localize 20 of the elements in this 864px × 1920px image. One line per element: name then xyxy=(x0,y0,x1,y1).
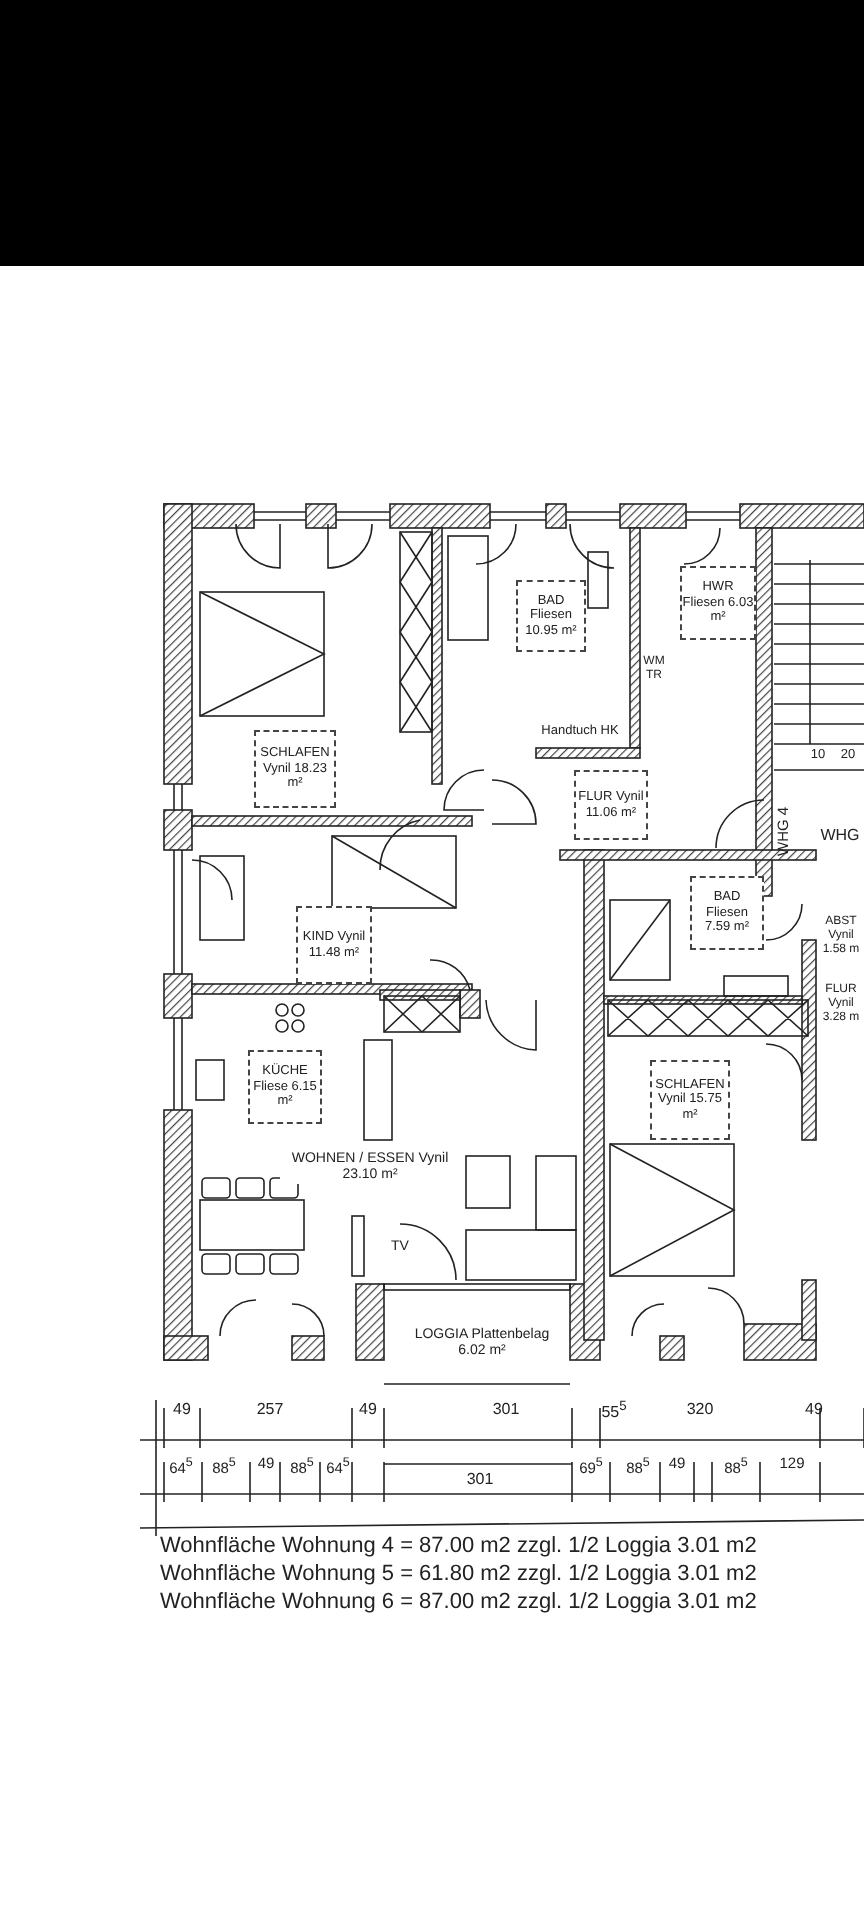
dimension-value: 257 xyxy=(254,1400,286,1419)
room-label-box xyxy=(296,906,372,984)
room-label-box xyxy=(690,876,764,950)
dimension-value: 49 xyxy=(171,1400,193,1419)
room-label-box xyxy=(680,566,756,640)
dimension-value: 301 xyxy=(490,1400,522,1419)
dimension-value: 320 xyxy=(684,1400,716,1419)
area-note: Wohnfläche Wohnung 6 = 87.00 m2 zzgl. 1/2 Loggia 3.01 m2 xyxy=(160,1590,757,1616)
dimension-value: 49 xyxy=(357,1400,379,1419)
room-label-box xyxy=(574,770,648,840)
room-label-box xyxy=(248,1050,322,1124)
area-note: Wohnfläche Wohnung 5 = 61.80 m2 zzgl. 1/2 Loggia 3.01 m2 xyxy=(160,1562,757,1588)
apartment-label: WHG xyxy=(818,826,862,845)
dimension-value: 55$^{5}$ xyxy=(599,1400,629,1422)
room-label-box xyxy=(516,580,586,652)
room-label-box xyxy=(254,730,336,808)
dimension-value: 49 xyxy=(803,1400,825,1419)
room-label-box xyxy=(650,1060,730,1140)
dimension-value: 301 xyxy=(464,1470,496,1489)
area-note: Wohnfläche Wohnung 4 = 87.00 m2 zzgl. 1/2 Loggia 3.01 m2 xyxy=(160,1534,757,1560)
